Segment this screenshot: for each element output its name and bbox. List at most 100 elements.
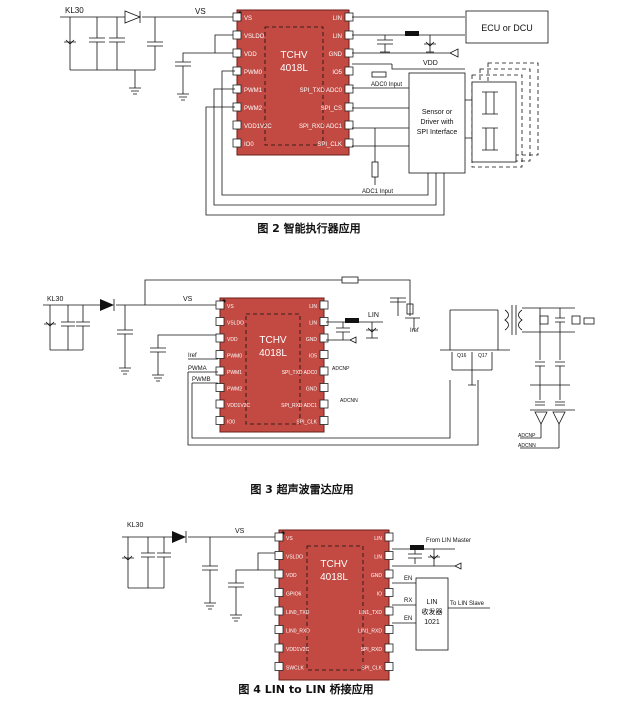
from-lin-master-label: From LIN Master xyxy=(426,538,471,544)
pin-label-io: IO xyxy=(377,592,382,598)
pin-label-spi-clk: SPI_CLK xyxy=(296,420,317,426)
pin-box-spi-clk xyxy=(384,662,394,671)
vs-label-f3: VS xyxy=(183,296,193,303)
pin-box-spi-rxd xyxy=(384,643,394,653)
pin-box-io5 xyxy=(344,66,354,76)
pin-box-vdd xyxy=(232,48,242,58)
pin-box-vdd1v2c xyxy=(232,120,242,130)
pin-label-vdd: VDD xyxy=(244,52,257,58)
pin-label-pwm1: PWM1 xyxy=(244,88,263,94)
pin-label-spi-cs: SPI_CS xyxy=(321,106,342,112)
chip-name-line2: 4018L xyxy=(280,63,308,74)
pin-box-io0 xyxy=(215,416,225,425)
vs-label: VS xyxy=(195,7,206,16)
pin-box-lin0-txd xyxy=(274,606,284,616)
q17-label: Q17 xyxy=(478,353,488,359)
vdd-label: VDD xyxy=(423,60,438,67)
pin-box-spi-txd xyxy=(344,84,354,94)
figure-4: KL30 VS TCHV 4018L VSVSLDOVDDGPIO6LIN0_T… xyxy=(122,522,490,681)
pin-box-pwm1 xyxy=(215,366,225,376)
sensor-label-line1: Sensor or xyxy=(422,109,453,116)
en2-label: EN xyxy=(404,616,412,622)
pin-box-swclk xyxy=(274,662,284,671)
pin-adc-label-0: ADC0 xyxy=(325,88,343,94)
pin-label-lin: LIN xyxy=(333,34,342,40)
pin-label-vsldo: VSLDO xyxy=(227,321,244,327)
pin-label-swclk: SWCLK xyxy=(286,666,304,672)
pin-box-vsldo xyxy=(274,551,284,560)
pin-label-pwm0: PWM0 xyxy=(227,354,242,360)
iref-label-2: Iref xyxy=(410,328,419,334)
tchv4018l-chip-f3 xyxy=(219,297,325,433)
ecu-box xyxy=(465,10,549,44)
diode-icon xyxy=(124,10,142,24)
pin-label-io0: IO0 xyxy=(227,420,235,426)
pin-adc-label-0: ADC0 xyxy=(303,370,318,376)
adc0-input-label: ADC0 Input xyxy=(371,82,402,88)
pin-label-spi-rxd: SPI_RXD ADC1 xyxy=(299,124,343,130)
pwmb-label: PWMB xyxy=(192,377,211,383)
kl30-label-f3: KL30 xyxy=(47,296,63,303)
pin-box-spi-rxd xyxy=(344,120,354,130)
chip-name-line2-f3: 4018L xyxy=(259,348,287,359)
pin-label-lin0-txd: LIN0_TXD xyxy=(286,610,310,616)
pin-label-spi-clk: SPI_CLK xyxy=(317,142,342,148)
pin-box-vdd1v2c xyxy=(215,399,225,409)
to-lin-slave-label: To LIN Slave xyxy=(450,601,485,607)
adcnn-label-2: ADCNN xyxy=(518,443,536,449)
pin-label-vdd1v2c: VDD1V2C xyxy=(244,124,272,130)
vs-label-f4: VS xyxy=(235,528,245,535)
adc1-input-label: ADC1 Input xyxy=(362,189,393,195)
tchv4018l-chip xyxy=(236,9,350,156)
lin-xcvr-line3: 1021 xyxy=(424,619,440,626)
pin-label-vs: VS xyxy=(286,536,293,542)
pin-label-lin0-rxd: LIN0_RXD xyxy=(286,629,310,635)
pin-box-gnd xyxy=(384,569,394,579)
pin-label-vs: VS xyxy=(244,16,252,22)
pin-box-vdd1v2c xyxy=(274,643,284,653)
pin-box-pwm0 xyxy=(215,350,225,359)
pin-box-vsldo xyxy=(232,30,242,40)
pin-label-vdd: VDD xyxy=(227,337,238,343)
pin-box-pwm2 xyxy=(215,383,225,392)
pin-label-gnd: GND xyxy=(371,573,383,579)
lin-xcvr-line2: 收发器 xyxy=(422,607,443,616)
pin-box-gnd xyxy=(344,48,354,58)
pin-box-lin xyxy=(344,30,354,40)
kl30-label-f4: KL30 xyxy=(127,522,143,529)
pin-label-gnd: GND xyxy=(306,387,318,393)
chip-name-line2-f4: 4018L xyxy=(320,572,348,583)
adcnp-label: ADCNP xyxy=(332,366,350,372)
pin-label-spi-rxd: SPI_RXD ADC1 xyxy=(281,403,317,409)
adcnp-label-2: ADCNP xyxy=(518,433,536,439)
iref-label: Iref xyxy=(188,353,197,359)
pin-box-spi-clk xyxy=(344,138,354,148)
pin-label-vsldo: VSLDO xyxy=(286,555,303,561)
pin-label-gnd: GND xyxy=(329,52,343,58)
q16-label: Q16 xyxy=(457,353,467,359)
pin-box-vs xyxy=(232,12,242,22)
pin-label-vdd: VDD xyxy=(286,573,297,579)
pin-box-vsldo xyxy=(215,317,225,326)
pin-box-lin xyxy=(384,532,394,542)
pin-box-vs xyxy=(274,532,284,542)
pin-box-spi-txd xyxy=(319,366,329,376)
pin-adc-label-1: ADC1 xyxy=(303,403,318,409)
ecu-label: ECU or DCU xyxy=(481,23,533,33)
left-pins-f4: VSVSLDOVDDGPIO6LIN0_TXDLIN0_RXDVDD1V2CSW… xyxy=(274,532,310,672)
pin-label-pwm2: PWM2 xyxy=(244,106,263,112)
pin-label-lin1-rxd: LIN1_RXD xyxy=(358,629,382,635)
pin-label-spi-txd: SPI_TXD ADC0 xyxy=(282,370,318,376)
figure-3: KL30 VS TCHV 4018L VSVSLDOVDDPWM0PWM1PWM… xyxy=(43,276,595,449)
figure-2: KL30 VS TCHV 4018L VSVSLDOVDDPWM0PWM1PWM… xyxy=(60,6,549,216)
pin-box-lin1-txd xyxy=(384,606,394,616)
kl30-label: KL30 xyxy=(65,6,84,15)
adcnn-label: ADCNN xyxy=(340,398,358,404)
figure-4-caption: 图 4 LIN to LIN 桥接应用 xyxy=(238,682,373,696)
pin-label-vs: VS xyxy=(227,304,234,310)
pin-box-io5 xyxy=(319,350,329,359)
pin-box-gnd xyxy=(319,383,329,392)
